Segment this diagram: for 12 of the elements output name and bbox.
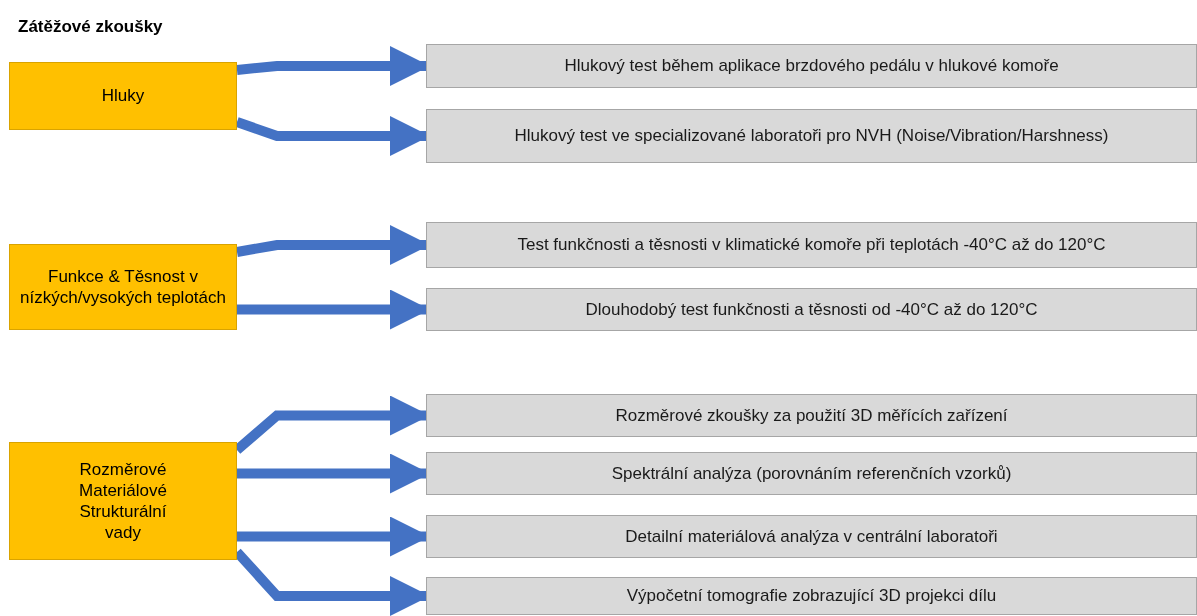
category-box: Funkce & Těsnost v nízkých/vysokých teplotách xyxy=(9,244,237,330)
test-box: Spektrální analýza (porovnáním referenčních vzorků) xyxy=(426,452,1197,495)
diagram-title: Zátěžové zkoušky xyxy=(18,16,163,38)
category-box: Rozměrové Materiálové Strukturální vady xyxy=(9,442,237,560)
category-box: Hluky xyxy=(9,62,237,130)
test-box: Detailní materiálová analýza v centrální laboratoři xyxy=(426,515,1197,558)
test-box: Hlukový test ve specializované laboratoři pro NVH (Noise/Vibration/Harshness) xyxy=(426,109,1197,163)
test-box: Výpočetní tomografie zobrazující 3D projekci dílu xyxy=(426,577,1197,615)
test-box: Hlukový test během aplikace brzdového pedálu v hlukové komoře xyxy=(426,44,1197,88)
test-box: Dlouhodobý test funkčnosti a těsnosti od -40°C až do 120°C xyxy=(426,288,1197,331)
test-box: Test funkčnosti a těsnosti v klimatické komoře při teplotách -40°C až do 120°C xyxy=(426,222,1197,268)
test-box: Rozměrové zkoušky za použití 3D měřících zařízení xyxy=(426,394,1197,437)
